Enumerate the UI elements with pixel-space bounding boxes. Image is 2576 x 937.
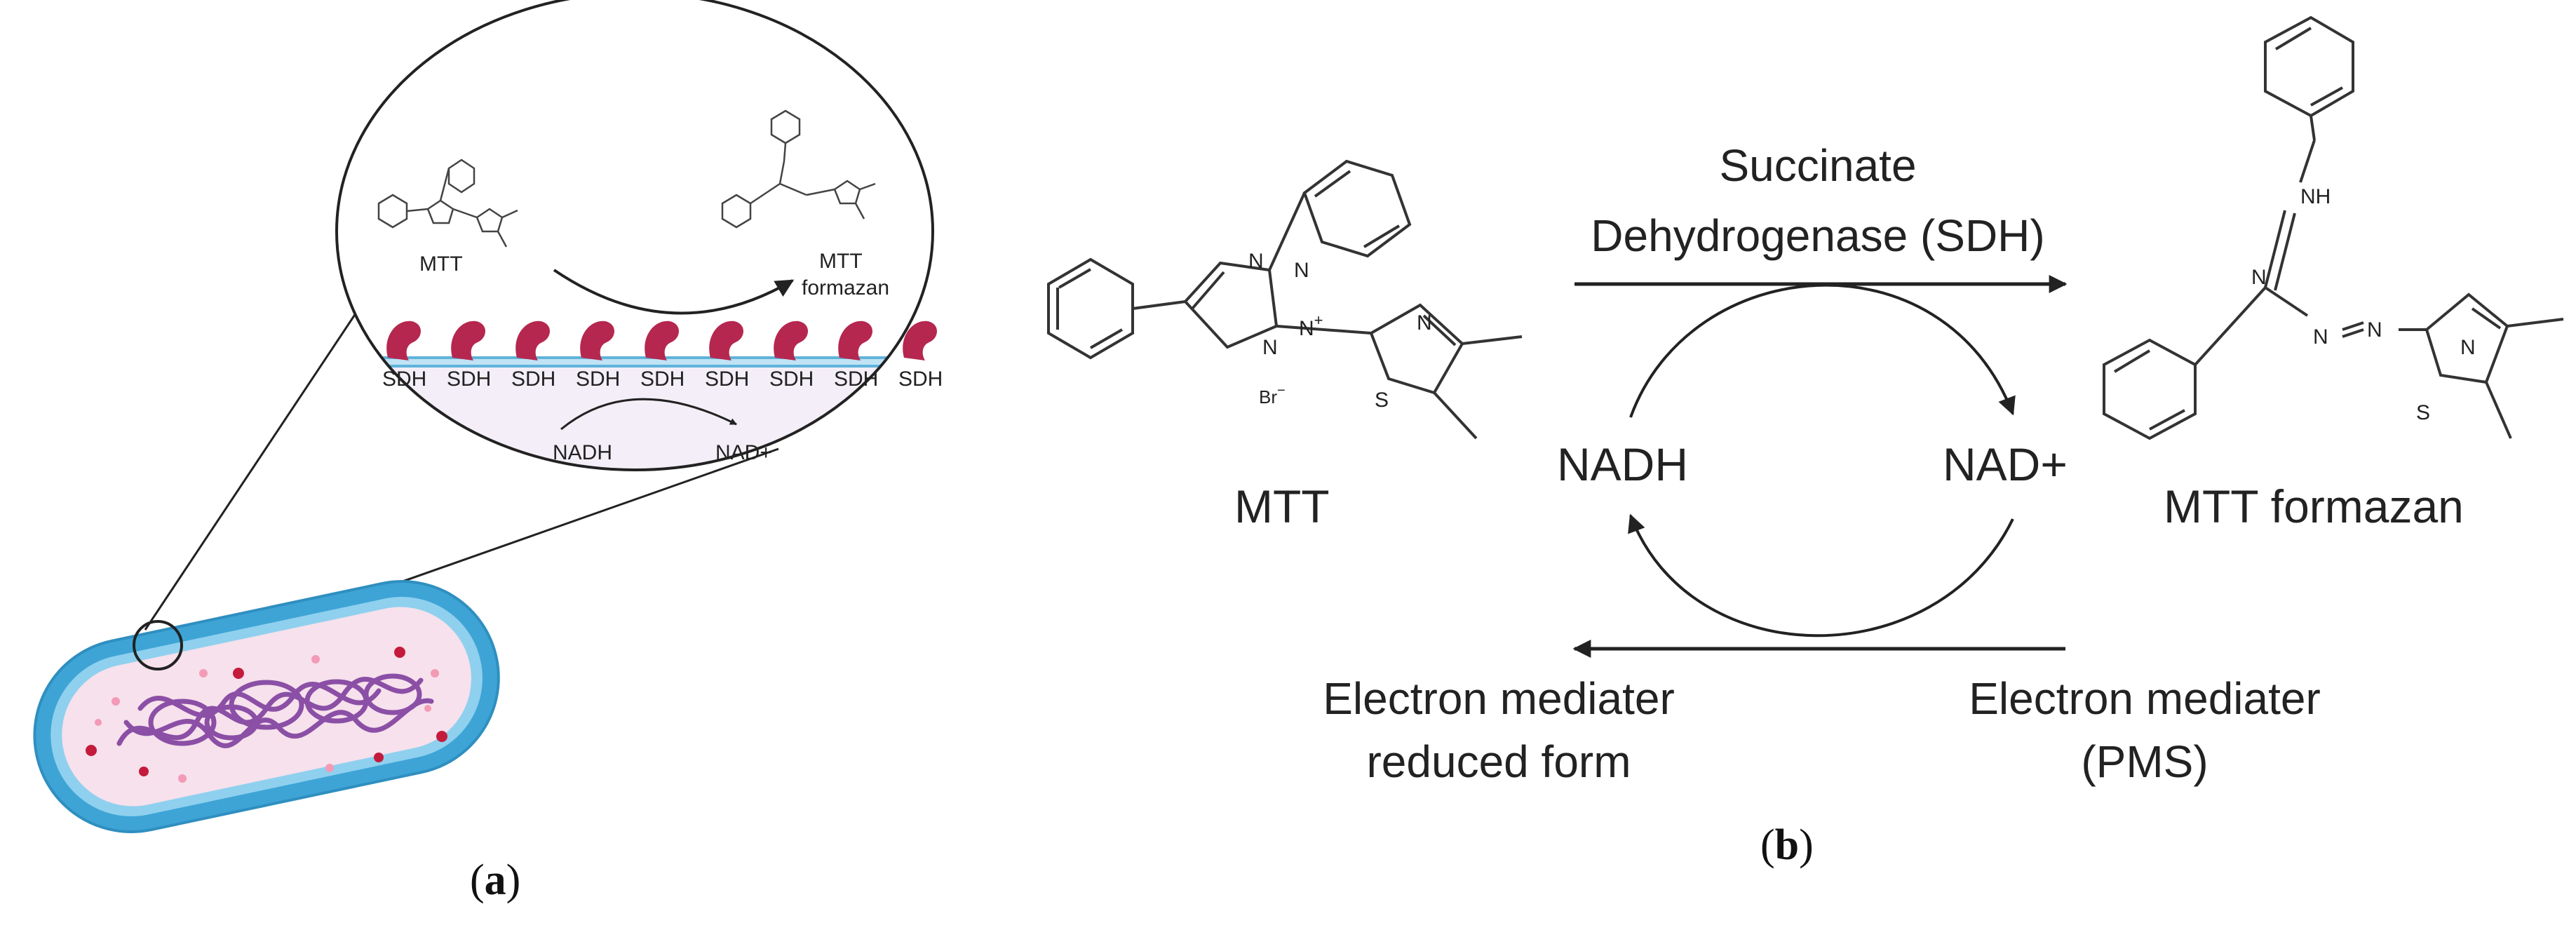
nadh-label: NADH — [1557, 438, 1688, 490]
bacterium-cell — [33, 580, 500, 833]
sdh-enzyme-shape — [709, 321, 743, 360]
formazan-structure — [2103, 15, 2564, 440]
sdh-enzyme: SDH — [640, 321, 685, 391]
panel-a: SDH SDH SDH SDH SDH SDH SDH SDH SDH MTT — [33, 0, 943, 904]
sdh-enzyme-label: SDH — [834, 368, 878, 391]
sdh-enzyme-label: SDH — [769, 368, 814, 391]
reduced-label-2: reduced form — [1366, 736, 1631, 787]
nadh-to-nad-arrow — [560, 398, 737, 431]
zoom-formazan-label-1: MTT — [819, 250, 863, 273]
sdh-enzyme: SDH — [447, 321, 491, 391]
zoom-nad-label: NAD+ — [715, 441, 772, 464]
zoom-nadh-label: NADH — [553, 441, 612, 464]
atom-n-6: N — [2313, 325, 2328, 349]
formazan-mini-structure — [721, 109, 876, 229]
oxidized-label-1: Electron mediater — [1969, 673, 2321, 724]
sdh-enzyme-label: SDH — [382, 368, 426, 391]
sdh-enzyme: SDH — [576, 321, 620, 391]
atom-s-2: S — [2416, 401, 2430, 424]
sdh-enzyme-shape — [451, 321, 485, 360]
zoom-formazan-label-2: formazan — [802, 276, 889, 299]
enzyme-label-2: Dehydrogenase (SDH) — [1591, 210, 2044, 261]
mtt-mini-structure — [377, 159, 518, 248]
magnifier-circle — [133, 620, 183, 670]
sdh-enzyme-shape — [515, 321, 550, 360]
sdh-enzyme-label: SDH — [511, 368, 555, 391]
sdh-enzyme-shape — [580, 321, 614, 360]
sdh-enzyme-shape — [838, 321, 872, 360]
sdh-enzyme-shape — [903, 321, 937, 360]
oxidized-label-2: (PMS) — [2081, 736, 2208, 787]
sdh-enzyme-label: SDH — [576, 368, 620, 391]
atom-n-3: N — [1262, 336, 1278, 359]
mtt-to-formazan-arrow — [553, 269, 795, 315]
mtt-structure — [1047, 159, 1523, 440]
enzyme-label-1: Succinate — [1719, 140, 1916, 191]
sdh-enzyme: SDH — [511, 321, 555, 391]
atom-n-5: N — [2251, 266, 2267, 289]
sdh-enzyme-shape — [645, 321, 679, 360]
sdh-enzyme: SDH — [705, 321, 749, 391]
atom-n-plus: N+ — [1299, 311, 1323, 340]
caption-b: (b) — [1760, 821, 1814, 869]
atom-n-8: N — [2460, 336, 2476, 359]
nad-label: NAD+ — [1943, 438, 2068, 490]
zoom-line-upper — [144, 273, 384, 631]
granules — [86, 647, 447, 783]
zoom-mtt-label: MTT — [419, 252, 463, 276]
reduced-label-1: Electron mediater — [1323, 673, 1675, 724]
caption-a: (a) — [470, 856, 520, 904]
sdh-enzyme-label: SDH — [898, 368, 943, 391]
dna-nucleoid — [116, 673, 434, 748]
atom-nh: NH — [2300, 185, 2331, 208]
sdh-enzyme: SDH — [382, 321, 426, 391]
sdh-enzyme-row: SDH SDH SDH SDH SDH SDH SDH SDH SDH — [382, 321, 943, 391]
sdh-enzyme-shape — [774, 321, 808, 360]
sdh-enzyme: SDH — [769, 321, 814, 391]
mtt-label: MTT — [1234, 480, 1330, 532]
nadh-to-nad-arc — [1629, 283, 2016, 418]
sdh-enzyme-label: SDH — [640, 368, 685, 391]
sdh-enzyme: SDH — [834, 321, 878, 391]
sdh-enzyme: SDH — [898, 321, 943, 391]
bromide-ion: Br− — [1259, 383, 1286, 407]
atom-s-1: S — [1375, 389, 1389, 412]
sdh-enzyme-shape — [386, 321, 421, 360]
sdh-enzyme-label: SDH — [447, 368, 491, 391]
atom-n-4: N — [1417, 311, 1432, 335]
formazan-label: MTT formazan — [2164, 480, 2464, 532]
sdh-enzyme-label: SDH — [705, 368, 749, 391]
atom-n-7: N — [2367, 318, 2382, 342]
atom-n-1: N — [1248, 250, 1264, 273]
atom-n-2: N — [1294, 259, 1309, 282]
nad-to-nadh-arc — [1628, 513, 2014, 638]
panel-b: N N N N+ N S Br− MTT — [1047, 15, 2564, 869]
